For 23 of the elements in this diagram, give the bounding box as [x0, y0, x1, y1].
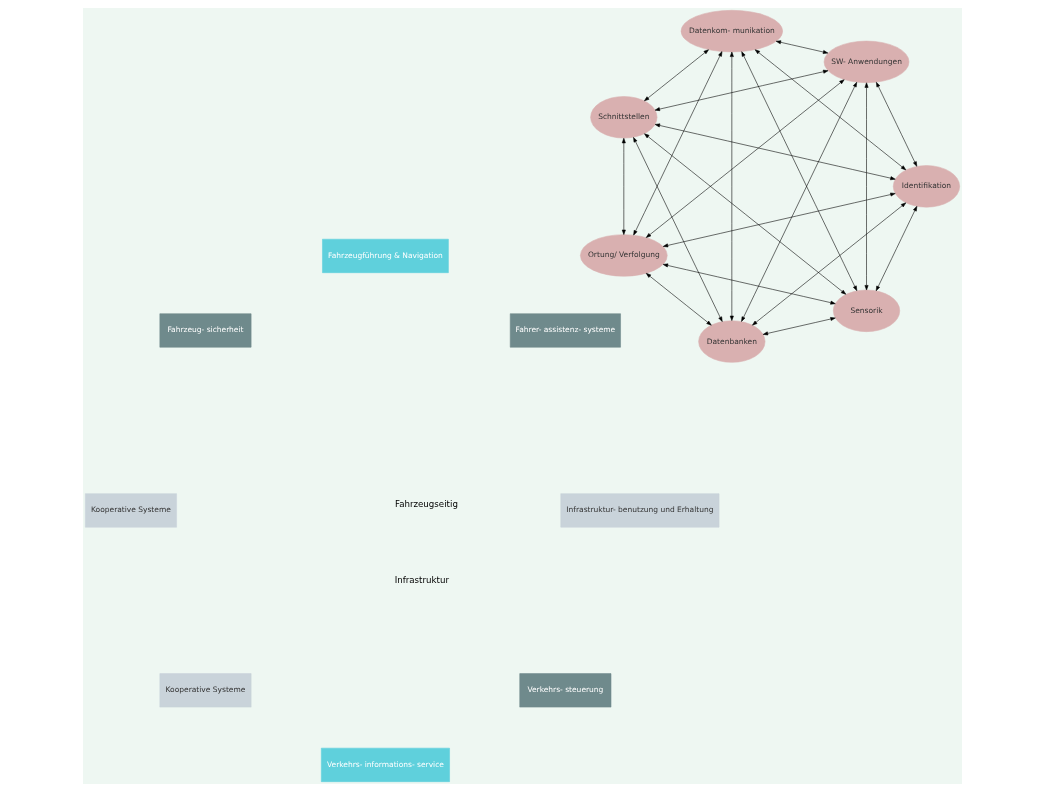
arrow — [645, 79, 845, 238]
arrow — [654, 69, 829, 111]
arrow — [762, 317, 836, 336]
arrow — [741, 81, 857, 322]
arrow — [662, 192, 896, 248]
arrow — [621, 138, 626, 235]
arrow — [633, 51, 723, 236]
arrow — [645, 273, 712, 326]
arrow — [729, 51, 734, 321]
arrow — [644, 49, 709, 102]
arrow — [662, 263, 836, 305]
arrow — [875, 206, 918, 292]
arrow — [752, 202, 907, 326]
arrow — [741, 51, 858, 291]
arrow — [633, 137, 723, 322]
arrow — [754, 49, 907, 171]
arrow — [654, 123, 896, 181]
arrow — [876, 81, 918, 167]
label: Fahrzeugseitig — [394, 498, 458, 509]
arrow — [775, 40, 829, 54]
arrow — [644, 133, 847, 295]
label: Infrastruktur — [394, 574, 449, 585]
arrow — [864, 82, 869, 291]
